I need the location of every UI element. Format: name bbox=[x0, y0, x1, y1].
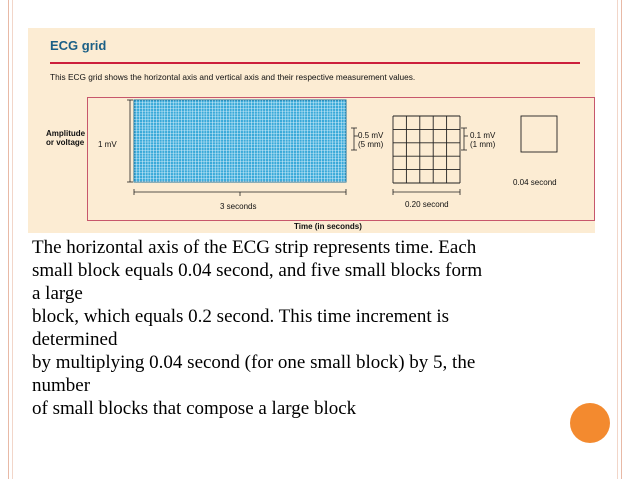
slide-frame-outer bbox=[8, 0, 622, 479]
half-mv-label-line2: (5 mm) bbox=[358, 140, 384, 149]
tenth-mv-label-line1: 0.1 mV bbox=[470, 131, 496, 140]
orange-circle-decoration bbox=[570, 403, 610, 443]
figure-subtitle: This ECG grid shows the horizontal axis … bbox=[50, 72, 416, 82]
time-axis-label: Time (in seconds) bbox=[294, 222, 362, 231]
small-block-time-label: 0.04 second bbox=[513, 178, 557, 187]
amplitude-label: Amplitude or voltage bbox=[46, 129, 85, 147]
slide-body-text: The horizontal axis of the ECG strip rep… bbox=[32, 236, 622, 420]
tenth-mv-label-line2: (1 mm) bbox=[470, 140, 496, 149]
title-rule bbox=[50, 62, 580, 64]
body-line-5: determined bbox=[32, 329, 118, 350]
body-line-1: The horizontal axis of the ECG strip rep… bbox=[32, 237, 477, 258]
strip-grid-lines bbox=[134, 100, 346, 182]
large-block-grid bbox=[392, 115, 461, 184]
ecg-grid-drawing bbox=[127, 99, 558, 196]
figure-title: ECG grid bbox=[50, 38, 107, 53]
ecg-grid-figure: ECG grid This ECG grid shows the horizon… bbox=[28, 28, 595, 233]
ecg-strip bbox=[133, 99, 347, 183]
body-line-6: by multiplying 0.04 second (for one smal… bbox=[32, 352, 476, 373]
body-line-3: a large bbox=[32, 283, 83, 304]
small-block bbox=[520, 115, 558, 153]
one-mv-label: 1 mV bbox=[98, 140, 117, 149]
body-line-8: of small blocks that compose a large blo… bbox=[32, 398, 357, 419]
amplitude-label-line1: Amplitude bbox=[46, 129, 86, 138]
body-line-4: block, which equals 0.2 second. This tim… bbox=[32, 306, 450, 327]
large-block-time-label: 0.20 second bbox=[405, 200, 449, 209]
half-mv-label-line1: 0.5 mV bbox=[358, 131, 384, 140]
amplitude-label-line2: or voltage bbox=[46, 138, 85, 147]
body-line-7: number bbox=[32, 375, 91, 396]
strip-time-label: 3 seconds bbox=[220, 202, 257, 211]
body-line-2: small block equals 0.04 second, and five… bbox=[32, 260, 483, 281]
slide-frame-inner bbox=[12, 0, 618, 479]
